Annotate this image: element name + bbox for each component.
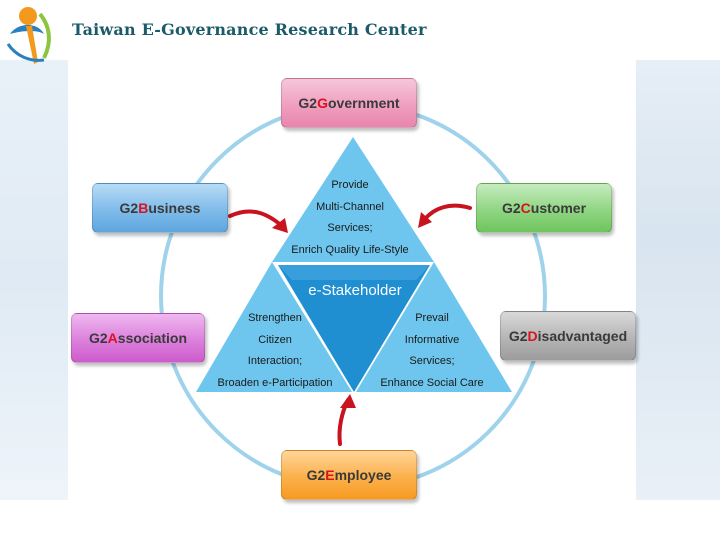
goal-right-line: Prevail: [415, 312, 449, 324]
goal-text-right: Prevail Informative Services; Enhance So…: [362, 308, 502, 394]
center-label: e-Stakeholder: [308, 282, 402, 299]
center-triangle-shine: [278, 265, 430, 280]
header-title: Taiwan E-Governance Research Center: [72, 20, 427, 39]
arrow-customer-head: [418, 212, 432, 228]
goal-top-line: Services;: [327, 222, 373, 234]
background-right-panel: [636, 60, 720, 500]
goal-left-line: Strengthen: [248, 312, 302, 324]
goal-text-top: Provide Multi-Channel Services; Enrich Q…: [270, 175, 430, 261]
center-triangle: [278, 265, 430, 392]
arrow-customer: [422, 203, 472, 222]
goal-triangle-top: [272, 137, 434, 262]
arrow-employee-head: [340, 394, 356, 408]
goal-top-line: Multi-Channel: [316, 200, 384, 213]
goal-right-line: Services;: [409, 355, 455, 367]
goal-left-line: Interaction;: [247, 355, 303, 367]
background-left-panel: [0, 60, 68, 500]
goal-text-left: Strengthen Citizen Interaction; Broaden …: [200, 308, 350, 394]
goal-top-line: Provide: [331, 179, 369, 191]
arrow-business-head: [272, 218, 288, 233]
goal-top-line: Enrich Quality Life-Style: [291, 243, 409, 256]
goal-right-line: Informative: [404, 333, 460, 346]
goal-triangle-left: [196, 262, 352, 392]
goal-left-line: Broaden e-Participation: [217, 376, 333, 389]
goal-right-line: Enhance Social Care: [380, 376, 484, 389]
logo-icon: [6, 7, 51, 64]
goal-left-line: Citizen: [258, 333, 292, 346]
goal-triangle-right: [356, 262, 512, 392]
